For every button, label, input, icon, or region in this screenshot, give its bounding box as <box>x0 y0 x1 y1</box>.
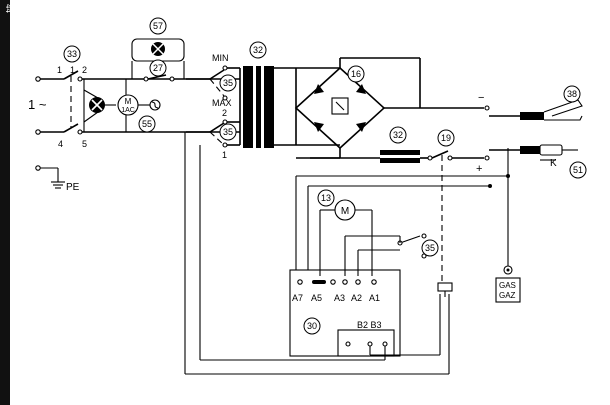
terminal-a2: A2 <box>351 293 362 303</box>
wire-feed-motor-icon <box>334 199 356 221</box>
terminal-a5: A5 <box>311 293 322 303</box>
rectifier-bridge-icon <box>294 57 484 159</box>
svg-text:19: 19 <box>441 133 451 143</box>
fan-motor-label-1ac: 1AC <box>121 107 135 114</box>
callout-27: 27 <box>149 59 167 77</box>
callout-35c: 35 <box>421 239 439 257</box>
callout-38: 38 <box>563 85 581 103</box>
svg-text:55: 55 <box>142 119 152 129</box>
fan-motor-label-m: M <box>125 97 132 106</box>
terminal-a7: A7 <box>292 293 303 303</box>
fan-motor-icon <box>117 79 161 132</box>
control-board <box>289 269 401 357</box>
svg-text:35: 35 <box>223 78 233 88</box>
earth-clamp-icon <box>484 99 583 121</box>
callout-16: 16 <box>347 65 365 83</box>
terminal-5: 5 <box>82 139 87 149</box>
choke-icon <box>296 150 428 163</box>
callout-51: 51 <box>569 161 587 179</box>
svg-text:51: 51 <box>573 165 583 175</box>
callout-19: 19 <box>437 129 455 147</box>
thermal-cutout-group <box>131 38 185 82</box>
supply-label: 1 ~ <box>28 97 47 112</box>
terminal-a3: A3 <box>334 293 345 303</box>
svg-text:38: 38 <box>567 89 577 99</box>
terminal-4: 4 <box>58 139 63 149</box>
svg-text:30: 30 <box>307 321 317 331</box>
callout-32b: 32 <box>389 126 407 144</box>
power-selector-switch <box>186 65 240 148</box>
callout-30: 30 <box>303 317 321 335</box>
mains-input <box>35 70 240 135</box>
terminal-1b: 1 <box>70 65 75 75</box>
svg-text:33: 33 <box>67 49 77 59</box>
pos-1-label: 1 <box>222 150 227 160</box>
page-number: 44 <box>4 4 13 13</box>
pos-2-label: 2 <box>222 108 227 118</box>
callout-32a: 32 <box>249 41 267 59</box>
gas-valve-group <box>495 148 521 303</box>
svg-text:13: 13 <box>321 193 331 203</box>
svg-text:16: 16 <box>351 69 361 79</box>
pilot-lamp-icon <box>83 89 116 123</box>
svg-text:32: 32 <box>393 130 403 140</box>
wire-feed-motor-label: M <box>341 206 349 217</box>
svg-text:27: 27 <box>153 63 163 73</box>
terminal-a1: A1 <box>369 293 380 303</box>
gaz-label: GAZ <box>499 291 516 300</box>
minus-label: − <box>478 92 484 104</box>
svg-text:35: 35 <box>223 127 233 137</box>
callout-35b: 35 <box>219 123 237 141</box>
callout-33: 33 <box>63 45 81 63</box>
protective-earth-icon <box>35 165 65 189</box>
terminal-2: 2 <box>82 65 87 75</box>
page-side-bar <box>0 0 10 405</box>
torch-k-label: K <box>550 158 557 169</box>
svg-text:57: 57 <box>153 21 163 31</box>
min-label: MIN <box>212 53 229 63</box>
control-wiring <box>184 132 510 375</box>
callout-55: 55 <box>138 115 156 133</box>
callout-35a: 35 <box>219 74 237 92</box>
gas-label: GAS <box>499 281 516 290</box>
max-label: MAX <box>212 98 232 108</box>
pe-label: PE <box>66 182 80 193</box>
terminal-b2-b3: B2 B3 <box>357 320 382 330</box>
terminal-1: 1 <box>57 65 62 75</box>
callout-13: 13 <box>317 189 335 207</box>
svg-text:32: 32 <box>253 45 263 55</box>
transformer-icon <box>239 66 340 148</box>
torch-icon <box>484 144 578 161</box>
callout-57: 57 <box>149 17 167 35</box>
svg-text:35: 35 <box>425 243 435 253</box>
plus-label: + <box>476 163 482 175</box>
